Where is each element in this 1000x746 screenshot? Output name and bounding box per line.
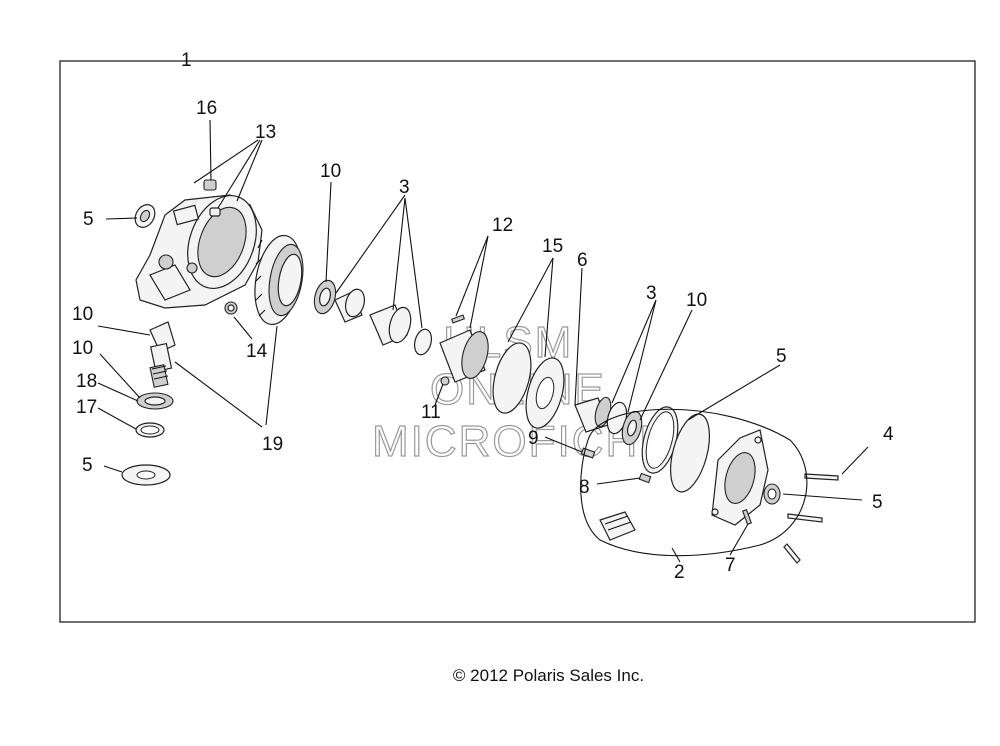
coil-kit	[599, 511, 636, 541]
callout-7: 7	[725, 555, 736, 576]
callout-10-left-a: 10	[72, 304, 93, 325]
callout-10-right: 10	[686, 290, 707, 311]
callout-3-right: 3	[646, 283, 657, 304]
callout-5-top-left: 5	[83, 209, 94, 230]
shaft-6	[574, 396, 612, 433]
copyright-notice: © 2012 Polaris Sales Inc.	[452, 666, 645, 685]
assembly-border	[59, 60, 976, 623]
callout-1: 1	[181, 50, 192, 71]
callout-5-bottom-left: 5	[82, 455, 93, 476]
seal-ring-a-inner	[645, 411, 675, 469]
bearing-18-inner	[144, 396, 166, 406]
callout-8: 8	[579, 477, 590, 498]
callouts: 1 16 13 5 10 3 12 15 6 3 10 5 10 10 18 1…	[72, 50, 894, 583]
callout-10-top: 10	[320, 161, 341, 182]
pinion-shaft	[149, 321, 176, 388]
callout-9: 9	[528, 428, 539, 449]
plug-14	[224, 301, 238, 315]
callout-18: 18	[76, 371, 97, 392]
callout-19: 19	[262, 434, 283, 455]
bearing-10-b-inner	[627, 419, 637, 437]
seal-5-bottom-inner	[136, 470, 156, 480]
bushing-3-b	[369, 304, 412, 346]
bushing-3-a	[334, 288, 366, 323]
ring-17-inner	[140, 425, 160, 435]
bearing-10-a-inner	[319, 287, 331, 307]
group-2-outline	[580, 408, 808, 557]
bolts-4	[783, 473, 839, 564]
callout-2: 2	[674, 562, 685, 583]
pin-8	[638, 472, 652, 484]
callout-16: 16	[196, 98, 217, 119]
callout-15: 15	[542, 236, 563, 257]
cover-assembly-2	[711, 429, 769, 526]
seal-5-top-left-inner	[139, 209, 151, 223]
callout-6: 6	[577, 250, 588, 271]
callout-11: 11	[421, 402, 441, 423]
callout-3-top: 3	[399, 177, 410, 198]
callout-13: 13	[255, 122, 276, 143]
plate-15-a	[492, 342, 532, 414]
spring-12	[450, 314, 466, 324]
callout-14: 14	[246, 341, 268, 362]
callout-4: 4	[883, 424, 894, 445]
ring-gear-19	[254, 234, 304, 326]
seal-5-right-inner	[767, 488, 777, 500]
gearcase-housing	[135, 194, 263, 309]
callout-5-right: 5	[872, 492, 883, 513]
plate-15-b-inner	[535, 376, 555, 410]
callout-5-upper-right: 5	[776, 346, 787, 367]
callout-17: 17	[76, 397, 97, 418]
leader-lines	[97, 119, 869, 563]
seal-ring-b	[669, 413, 711, 493]
pin-7	[742, 509, 752, 525]
callout-12: 12	[492, 215, 513, 236]
hub-assembly-11	[439, 329, 489, 386]
callout-10-left-b: 10	[72, 338, 93, 359]
plug-16	[203, 179, 221, 217]
bushing-3-c	[413, 328, 433, 356]
